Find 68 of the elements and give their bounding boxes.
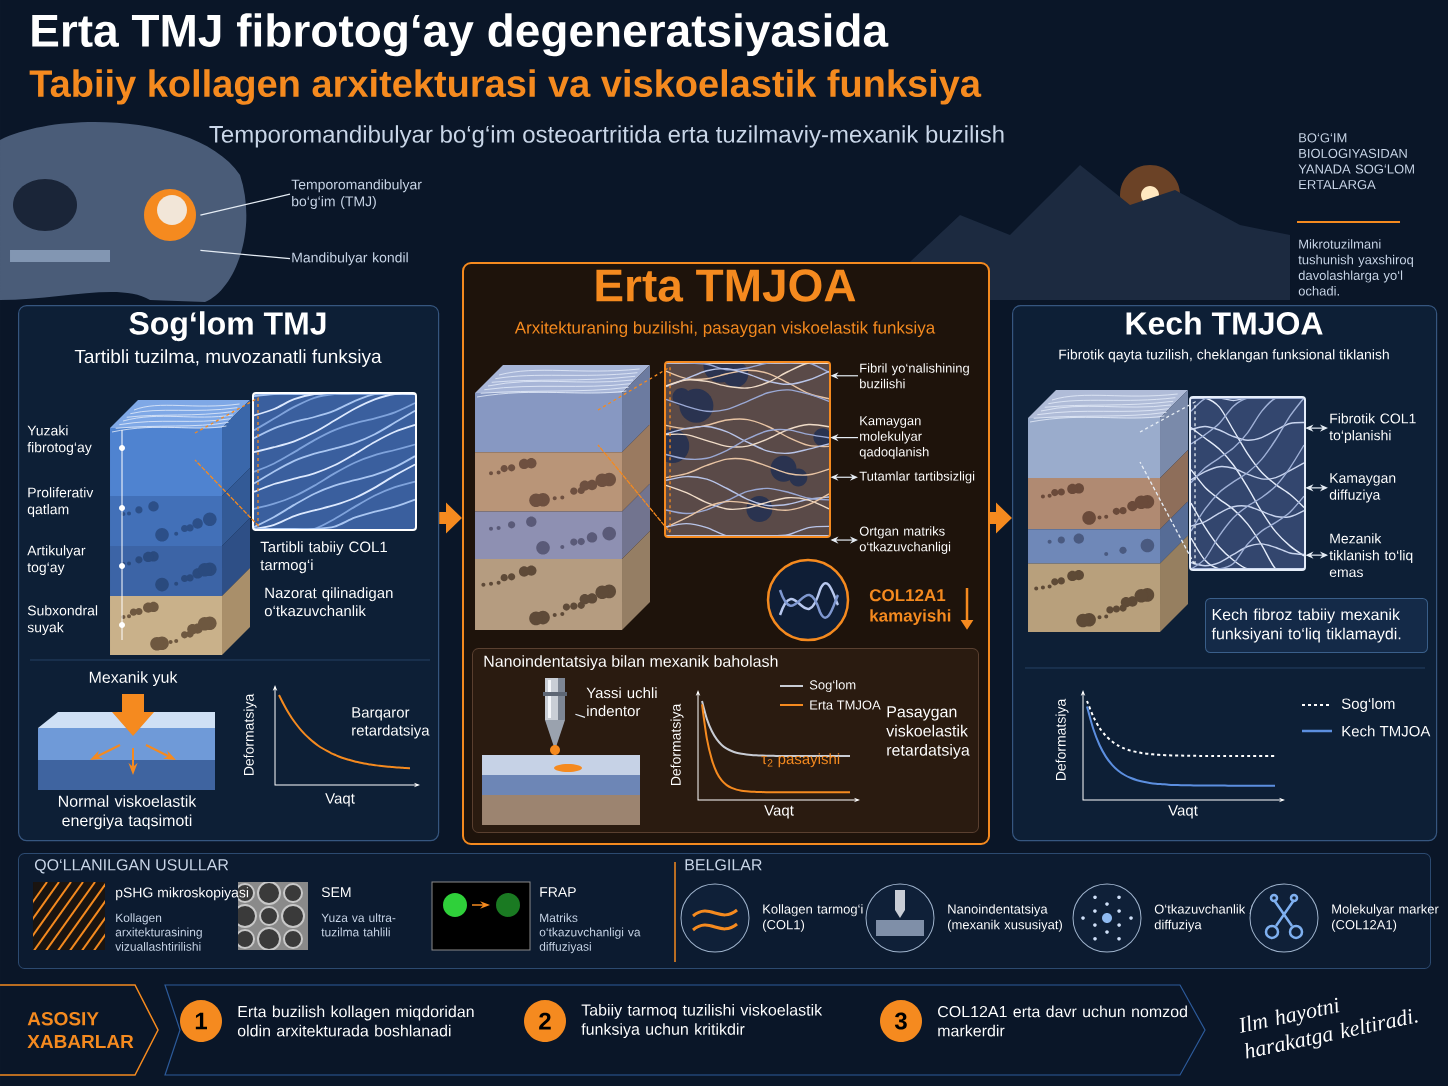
signature-text: Ilm hayotni harakatga keltiradi.: [1239, 997, 1418, 1059]
tissue-block-drawing: [110, 400, 250, 655]
number-badge: 3: [880, 1000, 922, 1042]
callout-text: Temporomandibulyar bo‘g‘im (TMJ): [291, 179, 422, 210]
note-text: Mikrotuzilmani tushunish yaxshiroq davolashlarga yo‘l ochadi.: [1298, 239, 1413, 296]
axis-label: Deformatsiya: [243, 693, 257, 776]
method-title: pSHG mikroskopiyasi: [116, 887, 249, 901]
joint-drawing: [144, 189, 196, 241]
title: Erta TMJ fibrotog‘ay degeneratsiyasida: [32, 13, 889, 57]
annotation-text: Fibrotik COL1 to‘planishi: [1329, 413, 1416, 444]
annotation-text: Tutamlar tartibsizligi: [859, 471, 975, 484]
method-text: Kollagen arxitekturasining vizuallashtirilishi: [115, 913, 202, 951]
method-text: Yuza va ultra-tuzilma tahlili: [321, 913, 396, 937]
fibre-zoom-drawing: [252, 392, 417, 531]
number-badge: 2: [524, 1000, 566, 1042]
leader-line: [574, 713, 586, 718]
chart-legend-text: Kech TMJOA: [1342, 725, 1431, 737]
zoom-line: [597, 365, 671, 535]
message-text: Erta buzilish kollagen miqdoridan oldin arxitekturada boshlanadi: [237, 1005, 474, 1037]
curve-label: Pasaygan viskoelastik retardatsiya: [886, 706, 970, 759]
method-text: Matriks o‘tkazuvchanligi va diffuziyasi: [539, 913, 641, 954]
axis-label: Vaqt: [764, 805, 794, 819]
caption-text: Normal viskoelastik energiya taqsimoti: [59, 795, 197, 830]
tagline-text: BO‘G‘IM BIOLOGIYASIDAN YANADA SOG‘LOM ERTALARGA: [1298, 133, 1414, 190]
load-label: Mexanik yuk: [89, 671, 178, 687]
leader-line: [199, 249, 291, 260]
legend-text: Kollagen tarmog‘i (COL1): [763, 904, 863, 932]
annotation-text: Kamaygan molekulyar qadoqlanish: [859, 416, 929, 460]
layer-label: Artikulyar tog‘ay: [27, 545, 86, 576]
legend-text: Nanoindentatsiya (mexanik xususiyat): [948, 904, 1062, 932]
number-badge: 1: [180, 1000, 222, 1042]
tissue-block-drawing: [1028, 390, 1188, 632]
subtitle: Temporomandibulyar bo‘g‘im osteoartritida erta tuzilmaviy-mexanik buzilish: [209, 125, 1004, 148]
layer-label: Subxondral suyak: [27, 605, 98, 636]
axis-label: Deformatsiya: [1055, 698, 1069, 781]
chevron-box: ASOSIY XABARLAR: [0, 984, 159, 1076]
tissue-block-drawing: [475, 365, 650, 630]
fibre-zoom-drawing: [664, 361, 831, 538]
curve-label: τ$_{2}$ pasayishi: [761, 753, 840, 768]
annotation-text: Fibril yo‘nalishining buzilishi: [860, 363, 969, 389]
axis-label: Vaqt: [1168, 805, 1198, 819]
indenter-drawing: [543, 678, 567, 755]
heading: Tabiiy kollagen arxitekturasi va viskoelastik funksiya: [29, 69, 982, 105]
callout-text: Mandibulyar kondil: [292, 252, 408, 266]
layer-label: Yuzaki fibrotog‘ay: [27, 425, 92, 456]
annotation-text: Ortgan matriks o‘tkazuvchanligi: [859, 526, 951, 554]
caption-text: Tartibli tabiiy COL1 tarmog‘i: [260, 541, 387, 574]
axis-label: Vaqt: [325, 793, 355, 807]
chart-legend-text: Sog‘lom: [1341, 698, 1395, 712]
message-text: Tabiiy tarmoq tuzilishi viskoelastik funksiya uchun kritikdir: [581, 1003, 823, 1039]
axis-label: Deformatsiya: [670, 703, 684, 786]
annotation-text: Mezanik tiklanish to‘liq emas: [1329, 533, 1413, 578]
marker-label: COL12A1 kamayishi: [869, 589, 951, 625]
curve-label: Barqaror retardatsiya: [352, 707, 430, 739]
caption-text: Nazorat qilinadigan o‘tkazuvchanlik: [264, 587, 393, 617]
annotation-text: Yassi uchli indentor: [586, 687, 657, 717]
message-text: COL12A1 erta davr uchun nomzod markerdir: [938, 1005, 1187, 1037]
zoom-line: [194, 396, 259, 527]
fibre-zoom-drawing: [1189, 396, 1306, 571]
layer-label: Proliferativ qatlam: [27, 487, 94, 518]
annotation-text: Kamaygan diffuziya: [1329, 473, 1396, 503]
note-box: Kech fibroz tabiiy mexanik funksiyani to‘liq tiklamaydi.: [1205, 598, 1428, 653]
chart-legend-text: Sog‘lom: [809, 679, 856, 693]
method-title: FRAP: [540, 887, 576, 897]
chart-legend-text: Erta TMJOA: [810, 700, 881, 710]
method-title: SEM: [321, 887, 351, 898]
legend-text: Molekulyar marker (COL12A1): [1332, 904, 1439, 932]
leader-line: [199, 193, 291, 216]
